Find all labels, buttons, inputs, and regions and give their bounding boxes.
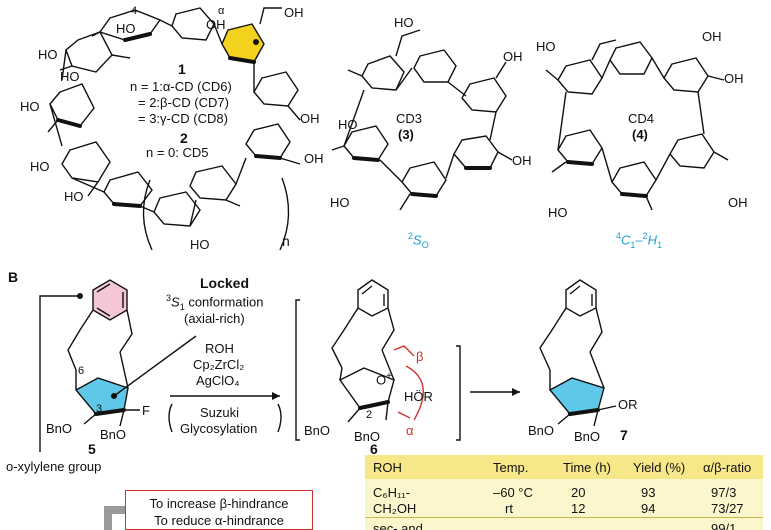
- strategy-note-box: To increase β-hindrance To reduce α-hind…: [125, 490, 313, 530]
- reagent-cp2zrcl2: Cp₂ZrCl₂: [193, 357, 245, 372]
- compound-6-number: 6: [370, 441, 378, 457]
- oh-label: OH: [206, 17, 226, 32]
- table-header-cell: Yield (%): [633, 460, 686, 475]
- cd4-structure: [545, 39, 729, 211]
- cd-series-line-beta: = 2:β-CD (CD7): [138, 95, 229, 110]
- c6-beta: β: [416, 349, 424, 364]
- cd3-ho-bottom: HO: [330, 195, 350, 210]
- c7-or: OR: [618, 397, 638, 412]
- table-cell: –60 °C: [493, 485, 533, 500]
- c5-pos3: 3: [96, 403, 103, 415]
- cd3-conformation: 2SO: [408, 231, 429, 250]
- conditions-table: ROH Temp. Time (h) Yield (%) α/β-ratio C…: [365, 455, 763, 530]
- cd4-conformation: 4C1–2H1: [616, 231, 663, 250]
- c6-alpha: α: [406, 423, 414, 438]
- cd-generic-structure: [47, 7, 301, 251]
- compound-5-structure: [39, 279, 197, 452]
- cd4-ho-top: HO: [536, 39, 556, 54]
- cd-series-line-alpha: n = 1:α-CD (CD6): [130, 79, 232, 94]
- compound-1-number: 1: [178, 61, 186, 77]
- cd3-oh-right: OH: [512, 153, 532, 168]
- compound-5-number: 5: [88, 441, 96, 457]
- locked-title: Locked: [200, 275, 250, 291]
- panel-label-b: B: [8, 269, 19, 285]
- compound-6-structure: [295, 279, 461, 441]
- c5-bno-2: BnO: [100, 427, 127, 442]
- locked-conformation: 3S1 conformation: [166, 293, 264, 312]
- c7-bno-2: BnO: [574, 429, 601, 444]
- compound-7-structure: [539, 279, 617, 427]
- c6-bno-1: BnO: [304, 423, 331, 438]
- c5-bno-1: BnO: [46, 421, 73, 436]
- cd3-structure: [331, 29, 513, 211]
- table-cell: 20: [571, 485, 586, 500]
- ho-label: HO: [20, 99, 40, 114]
- note-line-1: To increase β-hindrance: [149, 496, 289, 511]
- ho-label: HO: [64, 189, 84, 204]
- c6-bno-2: BnO: [354, 429, 381, 444]
- reagent-parens: [168, 403, 282, 433]
- reagent-glycosylation: Glycosylation: [180, 421, 258, 436]
- table-header: [365, 455, 763, 479]
- cd3-number: (3): [398, 127, 414, 142]
- c6-hor: HÖR: [404, 389, 433, 404]
- table-cell: 94: [641, 501, 656, 516]
- cd4-number: (4): [632, 127, 648, 142]
- repeat-n: n: [282, 233, 290, 249]
- reagent-suzuki: Suzuki: [200, 405, 240, 420]
- note-arrow: [104, 506, 125, 530]
- xylylene-group-label: o-xylylene group: [6, 459, 102, 474]
- c6-oxocarbenium: O+: [376, 371, 392, 388]
- cd-series-line-gamma: = 3:γ-CD (CD8): [138, 111, 228, 126]
- table-header-cell: Time (h): [563, 460, 611, 475]
- reagent-roh: ROH: [205, 341, 234, 356]
- table-cell: 99/1: [711, 521, 737, 530]
- ho-label: HO: [60, 69, 80, 84]
- cd4-oh-top: OH: [702, 29, 722, 44]
- note-line-2: To reduce α-hindrance: [154, 513, 284, 528]
- table-cell: 97/3: [711, 485, 737, 500]
- table-cell: C₆H₁₁-: [373, 485, 411, 500]
- cd3-ho-left: HO: [338, 117, 358, 132]
- cd4-ho-bottom: HO: [548, 205, 568, 220]
- cd5-line: n = 0: CD5: [146, 145, 209, 160]
- c7-bno-1: BnO: [528, 423, 555, 438]
- cd3-oh-top: OH: [503, 49, 523, 64]
- oh-label: OH: [300, 111, 320, 126]
- reaction-arrow-2-head: [512, 388, 520, 396]
- atom-label-4: 4: [131, 5, 138, 17]
- cd4-oh-bottom: OH: [728, 195, 748, 210]
- oh-label: OH: [284, 5, 304, 20]
- compound-7-number: 7: [620, 427, 628, 443]
- table-header-cell: Temp.: [493, 460, 529, 475]
- ho-label: HO: [30, 159, 50, 174]
- table-header-cell: α/β-ratio: [703, 460, 752, 475]
- oh-label: OH: [304, 151, 324, 166]
- cd3-ho-top: HO: [394, 15, 414, 30]
- table-cell: CH₂OH: [373, 501, 417, 516]
- locked-subtitle: (axial-rich): [184, 311, 245, 326]
- reaction-arrow-1-head: [272, 392, 280, 400]
- cd4-name: CD4: [628, 111, 655, 126]
- reagent-agclo4: AgClO₄: [196, 373, 240, 388]
- ho-label: HO: [190, 237, 210, 252]
- cd3-name: CD3: [396, 111, 423, 126]
- cd4-oh-right: OH: [724, 71, 744, 86]
- table-header-cell: ROH: [373, 460, 402, 475]
- ho-label: HO: [116, 21, 136, 36]
- c6-pos2: 2: [366, 409, 373, 421]
- c5-pos6: 6: [78, 365, 85, 377]
- table-cell: sec- and: [373, 521, 423, 530]
- compound-2-number: 2: [180, 130, 188, 146]
- table-cell: 93: [641, 485, 656, 500]
- table-divider: [365, 517, 763, 518]
- atom-label-alpha: α: [218, 5, 225, 17]
- table-cell: rt: [505, 501, 513, 516]
- table-cell: 73/27: [711, 501, 744, 516]
- c5-fluoro: F: [142, 403, 150, 418]
- table-cell: 12: [571, 501, 586, 516]
- ho-label: HO: [38, 47, 58, 62]
